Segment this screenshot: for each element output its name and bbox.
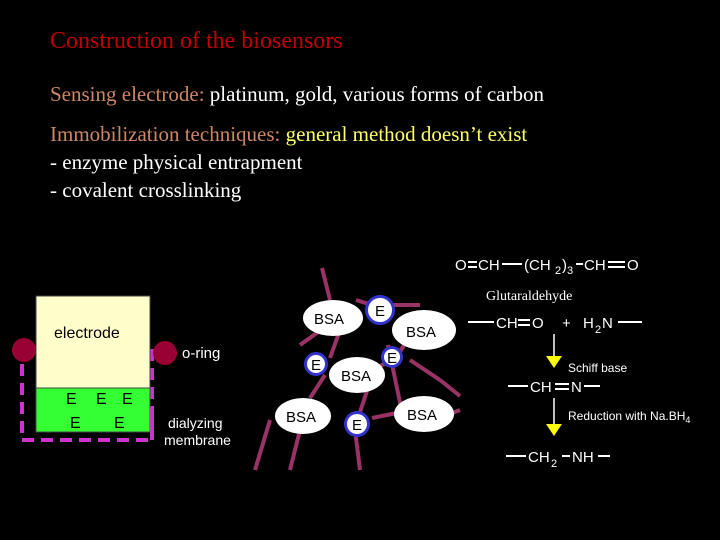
- amine-bonds: [468, 319, 642, 326]
- enzyme-labels: E E E E E: [66, 391, 133, 432]
- formula-part: 2: [551, 458, 557, 470]
- amine-step: CH O + H 2 N: [496, 315, 613, 336]
- formula-part: CH: [584, 257, 606, 274]
- oring-left: [12, 338, 36, 362]
- reduction-label: Reduction with Na.BH4: [568, 409, 690, 425]
- bsa-node: [329, 357, 385, 393]
- enzyme-label: E: [122, 391, 133, 408]
- membrane-label-line2: membrane: [164, 432, 231, 448]
- bsa-node: [394, 396, 454, 432]
- formula-part: CH: [496, 315, 518, 332]
- formula-part: CH: [478, 257, 500, 274]
- imine-bonds: [508, 383, 600, 390]
- immobilization-item: - enzyme physical entrapment: [50, 150, 303, 174]
- electrode-label: electrode: [54, 325, 120, 342]
- immobilization-label: Immobilization techniques:: [50, 122, 281, 146]
- formula-part: ): [562, 257, 567, 274]
- formula-part: H: [583, 315, 594, 332]
- bsa-label: BSA: [314, 311, 344, 328]
- enzyme-layer: [35, 387, 151, 433]
- formula-part: O: [627, 257, 639, 274]
- bsa-node: [392, 310, 456, 350]
- enzyme-label: E: [70, 415, 81, 432]
- formula-part: NH: [572, 449, 594, 466]
- enzyme-label: E: [96, 391, 107, 408]
- enzyme-node-label: E: [375, 303, 385, 320]
- formula-part: N: [571, 379, 582, 396]
- immobilization-line: Immobilization techniques: general metho…: [50, 120, 527, 148]
- bsa-nodes: [275, 300, 456, 434]
- sensing-electrode-label: Sensing electrode:: [50, 82, 205, 106]
- bsa-label: BSA: [407, 407, 437, 424]
- enzyme-nodes: [304, 295, 403, 437]
- oring-right: [153, 341, 177, 365]
- schiff-base-label: Schiff base: [568, 361, 627, 375]
- crosslink-labels: BSA BSA BSA BSA BSA E E E E: [286, 303, 437, 434]
- bsa-label: BSA: [341, 368, 371, 385]
- bsa-label: BSA: [286, 409, 316, 426]
- membrane-label-line1: dialyzing: [168, 415, 222, 431]
- formula-part: O: [532, 315, 544, 332]
- arrow-head: [546, 356, 562, 368]
- sensing-electrode-text: platinum, gold, various forms of carbon: [204, 82, 544, 106]
- bsa-label: BSA: [406, 324, 436, 341]
- glutaraldehyde-name: Glutaraldehyde: [486, 289, 572, 304]
- membrane-outline: [20, 345, 154, 442]
- glutaraldehyde-formula: O CH (CH 2 ) 3 CH O: [455, 257, 639, 277]
- arrow-head: [546, 424, 562, 436]
- amine-product: CH 2 NH: [528, 449, 594, 470]
- formula-part: 3: [567, 265, 573, 277]
- reduction-subscript: 4: [685, 415, 690, 425]
- formula-bonds: [468, 261, 625, 268]
- enzyme-node-label: E: [387, 350, 397, 367]
- immobilization-item: - covalent crosslinking: [50, 178, 242, 202]
- reduction-text: Reduction with Na.BH: [568, 409, 685, 423]
- formula-part: 2: [555, 265, 561, 277]
- enzyme-label: E: [114, 415, 125, 432]
- formula-part: 2: [595, 324, 601, 336]
- formula-part: N: [602, 315, 613, 332]
- formula-part: (CH: [524, 257, 551, 274]
- enzyme-node-label: E: [352, 417, 362, 434]
- bsa-node: [303, 300, 363, 336]
- slide-title: Construction of the biosensors: [50, 28, 343, 54]
- enzyme-node-label: E: [311, 357, 321, 374]
- sensing-electrode-line: Sensing electrode: platinum, gold, vario…: [50, 82, 544, 107]
- immobilization-text: general method doesn’t exist: [280, 122, 528, 146]
- formula-part: CH: [530, 379, 552, 396]
- formula-part: CH: [528, 449, 550, 466]
- formula-part: O: [455, 257, 467, 274]
- immobilization-block: Immobilization techniques: general metho…: [50, 120, 527, 204]
- bsa-node: [275, 398, 331, 434]
- imine: CH N: [530, 379, 582, 396]
- formula-part: +: [562, 315, 571, 332]
- oring-label: o-ring: [182, 345, 220, 362]
- enzyme-label: E: [66, 391, 77, 408]
